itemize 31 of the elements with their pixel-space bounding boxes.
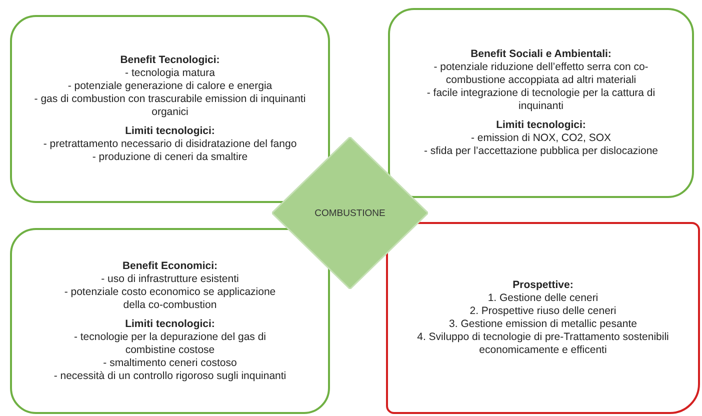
text-panel [388, 8, 694, 198]
bullet-text: - potenziale costo economico se applicazione della co-combustion [63, 286, 277, 312]
bullet-text: - facile integrazione di tecnologie per la cattura di inquinanti [426, 87, 656, 113]
bullet-text: - tecnologia matura [125, 67, 215, 80]
section-heading: Prospettive: [512, 279, 574, 292]
text-panel [10, 15, 330, 203]
section-heading: Limiti tecnologici: [496, 119, 586, 132]
section-heading: Benefit Sociali e Ambientali: [470, 48, 612, 61]
bullet-text: - produzione di ceneri da smaltire [92, 151, 248, 164]
center-diamond [272, 137, 428, 289]
bullet-text: 1. Gestione delle ceneri [488, 292, 598, 305]
section-heading: Limiti tecnologici: [125, 125, 215, 138]
section-heading: Limiti tecnologici: [125, 318, 215, 330]
bullet-text: - pretrattamento necessario di disidratazione del fango [43, 138, 297, 151]
bullet-text: - potenziale generazione di calore e energia [68, 80, 272, 93]
bullet-text: 2. Prospettive riuso delle ceneri [470, 305, 616, 318]
text-panel [10, 228, 330, 414]
bullet-text: - gas di combustion con trascurabile emission di inquinanti organici [33, 93, 307, 119]
bullet-text: 3. Gestione emission di metallic pesante [449, 318, 637, 331]
section-heading: Benefit Tecnologici: [120, 54, 220, 67]
text-panel [386, 222, 700, 414]
bullet-text: - emission di NOX, CO2, SOX [470, 132, 612, 145]
bullet-text: - necessità di un controllo rigoroso sugli inquinanti [54, 370, 286, 382]
bullet-text: - potenziale riduzione dell’effetto serra con co-combustione accoppiata ad altri materiali [432, 61, 650, 87]
bullet-text: - uso di infrastrutture esistenti [101, 272, 239, 286]
bullet-text: - tecnologie per la depurazione del gas di combistine costose [72, 330, 268, 356]
diamond-label: COMBUSTIONE [314, 208, 386, 218]
section-heading: Benefit Economici: [122, 260, 218, 272]
bullet-text: - smaltimento ceneri costoso [103, 356, 237, 370]
bullet-text: - sfida per l’accettazione pubblica per dislocazione [424, 145, 658, 158]
bullet-text: 4. Sviluppo di tecnologie di pre-Trattamento sostenibili economicamente e efficenti [416, 331, 670, 357]
